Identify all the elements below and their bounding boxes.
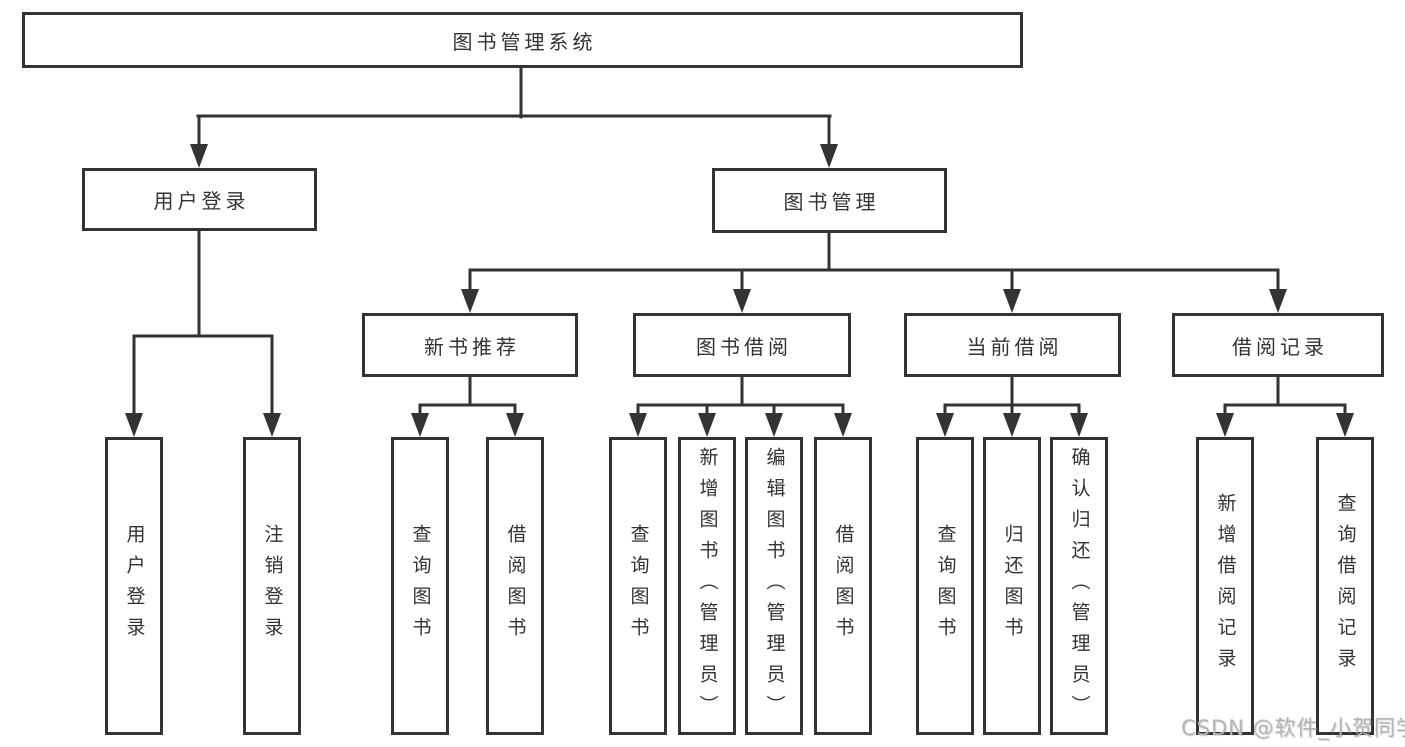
node-user-login: 用户登录 xyxy=(82,168,317,231)
node-current-borrow-label: 当前借阅 xyxy=(966,334,1063,359)
node-book-management: 图书管理 xyxy=(712,168,947,233)
node-book-management-label: 图书管理 xyxy=(783,190,880,214)
leaf-return-books-label: 归还图书 xyxy=(1001,524,1024,648)
leaf-query-books-recommend-label: 查询图书 xyxy=(409,524,432,648)
leaf-add-books-admin-label: 新增图书（管理员） xyxy=(696,446,719,726)
leaf-query-books-current-label: 查询图书 xyxy=(934,524,957,648)
node-book-borrow: 图书借阅 xyxy=(633,313,851,377)
leaf-user-login: 用户登录 xyxy=(105,437,163,735)
node-library-management-system: 图书管理系统 xyxy=(22,12,1023,68)
leaf-borrow-books-label: 借阅图书 xyxy=(832,524,855,648)
leaf-query-books-recommend: 查询图书 xyxy=(391,437,449,735)
node-user-login-label: 用户登录 xyxy=(153,189,250,213)
node-library-management-system-label: 图书管理系统 xyxy=(452,29,597,54)
leaf-add-borrow-record-label: 新增借阅记录 xyxy=(1214,493,1237,679)
csdn-watermark: CSDN @软件_小贺同学 xyxy=(1181,716,1405,740)
leaf-edit-books-admin-label: 编辑图书（管理员） xyxy=(763,446,786,726)
leaf-borrow-books-recommend: 借阅图书 xyxy=(486,437,544,735)
leaf-logout-label: 注销登录 xyxy=(261,524,284,648)
leaf-query-borrow-record: 查询借阅记录 xyxy=(1316,437,1374,735)
leaf-query-books-borrow: 查询图书 xyxy=(609,437,667,735)
leaf-add-books-admin: 新增图书（管理员） xyxy=(678,437,736,735)
node-new-book-recommend: 新书推荐 xyxy=(362,313,578,377)
leaf-add-borrow-record: 新增借阅记录 xyxy=(1196,437,1254,735)
leaf-query-books-borrow-label: 查询图书 xyxy=(627,524,650,648)
leaf-edit-books-admin: 编辑图书（管理员） xyxy=(745,437,803,735)
leaf-logout: 注销登录 xyxy=(243,437,301,735)
node-borrow-records-label: 借阅记录 xyxy=(1232,334,1328,359)
node-book-borrow-label: 图书借阅 xyxy=(696,334,792,359)
leaf-confirm-return-admin-label: 确认归还（管理员） xyxy=(1068,446,1091,726)
node-new-book-recommend-label: 新书推荐 xyxy=(424,334,520,359)
node-current-borrow: 当前借阅 xyxy=(904,313,1121,377)
leaf-query-books-current: 查询图书 xyxy=(916,437,974,735)
leaf-query-borrow-record-label: 查询借阅记录 xyxy=(1334,493,1357,679)
node-borrow-records: 借阅记录 xyxy=(1172,313,1384,377)
leaf-borrow-books-recommend-label: 借阅图书 xyxy=(504,524,527,648)
leaf-return-books: 归还图书 xyxy=(983,437,1041,735)
leaf-borrow-books: 借阅图书 xyxy=(814,437,872,735)
leaf-user-login-label: 用户登录 xyxy=(123,524,146,648)
leaf-confirm-return-admin: 确认归还（管理员） xyxy=(1050,437,1108,735)
